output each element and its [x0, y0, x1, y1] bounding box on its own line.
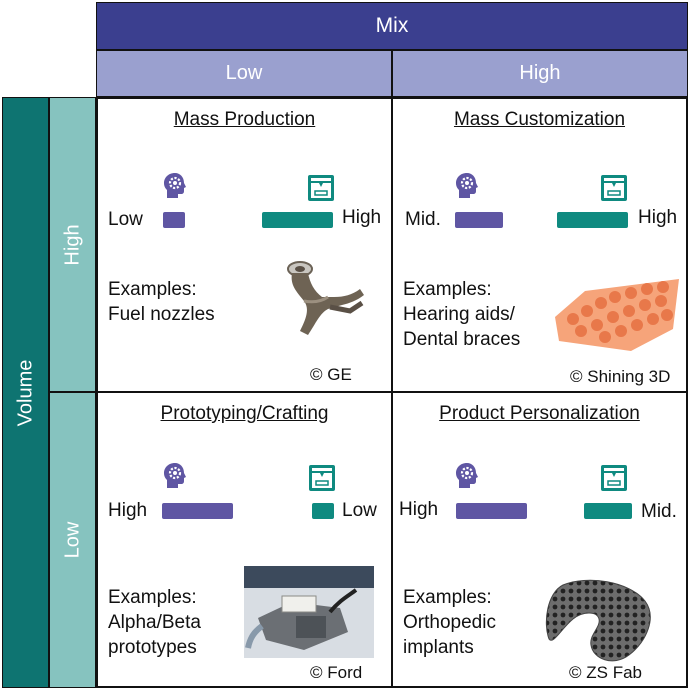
3d-printer-icon: [309, 465, 335, 491]
3d-printer-icon: [308, 175, 334, 201]
3d-printer-icon: [601, 175, 627, 201]
prototype-part-image: [244, 566, 374, 658]
fuel-nozzle-image: [287, 261, 364, 335]
mix-header: Mix: [96, 2, 688, 50]
rating-right-label: High: [638, 207, 678, 228]
image-credit: © ZS Fab: [569, 663, 642, 682]
lattice-implant-image: [545, 579, 651, 662]
examples-line-2: Dental braces: [403, 329, 521, 350]
volume-low-header: Low: [49, 392, 96, 688]
brain-gear-icon: [164, 173, 186, 198]
examples-line-2: implants: [403, 637, 474, 658]
examples-line-2: prototypes: [108, 637, 197, 658]
volume-low-label: Low: [61, 521, 83, 559]
examples-text: Examples: Orthopedic implants: [403, 585, 496, 660]
mix-high-header: High: [392, 50, 688, 97]
cell-title: Mass Customization: [453, 109, 626, 130]
rating-left-label: High: [399, 499, 439, 520]
brain-gear-icon: [456, 463, 478, 488]
brain-gear-icon: [456, 173, 478, 198]
examples-heading: Examples:: [108, 279, 197, 300]
rating-left-label: Low: [108, 209, 143, 230]
cell-prototyping: Prototyping/Crafting High Low Examples: …: [96, 391, 393, 688]
designer-effort-bar: [162, 503, 233, 519]
examples-line-1: Fuel nozzles: [108, 304, 215, 325]
image-credit: © GE: [310, 365, 352, 384]
rating-left-label: High: [108, 500, 148, 521]
cell-mass-production: Mass Production Low High Examples: Fuel …: [96, 97, 393, 393]
examples-heading: Examples:: [403, 279, 492, 300]
brain-gear-icon: [164, 463, 186, 488]
printer-usage-bar: [557, 212, 628, 228]
volume-header: Volume: [2, 97, 49, 688]
examples-line-1: Orthopedic: [403, 612, 496, 633]
rating-left-label: Mid.: [405, 209, 441, 230]
examples-text: Examples: Hearing aids/ Dental braces: [403, 277, 520, 352]
designer-effort-bar: [163, 212, 185, 228]
cell-personalization: Product Personalization High Mid. Exampl…: [391, 391, 688, 688]
volume-title: Volume: [14, 359, 36, 426]
examples-text: Examples: Alpha/Beta prototypes: [108, 585, 201, 660]
rating-right-label: High: [342, 207, 382, 228]
cell-title: Product Personalization: [439, 403, 640, 424]
cell-title: Prototyping/Crafting: [160, 403, 329, 424]
examples-line-1: Hearing aids/: [403, 304, 515, 325]
examples-line-1: Alpha/Beta: [108, 612, 201, 633]
cell-title: Mass Production: [173, 109, 316, 130]
3d-printer-icon: [601, 465, 627, 491]
volume-high-header: High: [49, 97, 96, 392]
rating-right-label: Low: [342, 500, 377, 521]
cell-mass-customization: Mass Customization Mid. High Examples: H…: [391, 97, 688, 393]
volume-high-label: High: [61, 223, 83, 266]
rating-right-label: Mid.: [641, 501, 677, 522]
printer-usage-bar: [312, 503, 334, 519]
examples-text: Examples: Fuel nozzles: [108, 277, 215, 327]
examples-heading: Examples:: [403, 587, 492, 608]
image-credit: © Shining 3D: [570, 367, 671, 386]
printer-usage-bar: [262, 212, 333, 228]
examples-heading: Examples:: [108, 587, 197, 608]
dental-braces-image: [555, 279, 679, 351]
designer-effort-bar: [455, 212, 503, 228]
designer-effort-bar: [456, 503, 527, 519]
image-credit: © Ford: [310, 663, 363, 682]
mix-low-header: Low: [96, 50, 392, 97]
printer-usage-bar: [584, 503, 632, 519]
